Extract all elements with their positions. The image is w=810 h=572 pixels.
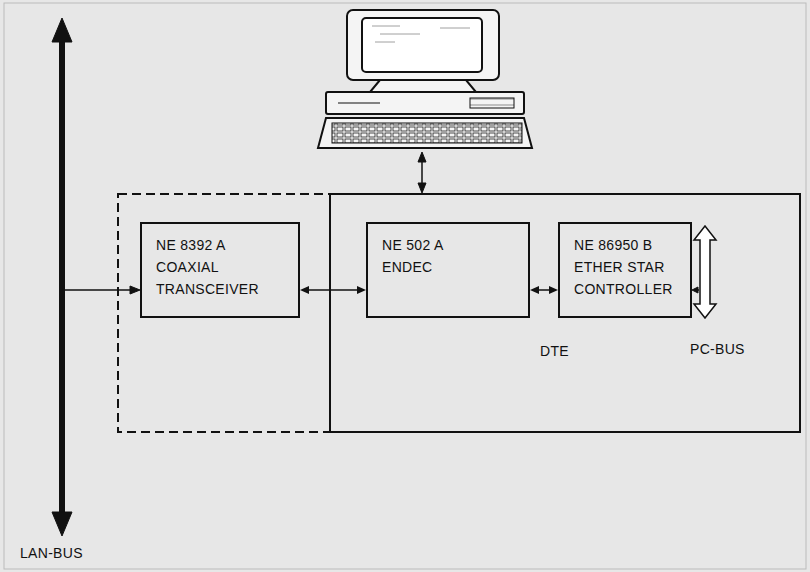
bus-label: PC-BUS: [690, 340, 745, 358]
signal-connector: [530, 286, 558, 294]
computer-illustration: [318, 10, 532, 148]
function-name: COAXIAL TRANSCEIVER: [156, 256, 288, 300]
host-link-arrow: [418, 152, 426, 193]
part-number: NE 86950 B: [574, 234, 680, 256]
chip-box: NE 8392 ACOAXIAL TRANSCEIVER: [140, 222, 300, 318]
part-number: NE 8392 A: [156, 234, 288, 256]
function-name: ENDEC: [382, 256, 518, 278]
bus-label: LAN-BUS: [20, 544, 83, 562]
dte-enclosure: [330, 194, 800, 432]
bus-tap-line: [62, 286, 140, 294]
pc-bus-arrow: [694, 226, 716, 318]
pc-bus-link: [692, 287, 699, 293]
chip-box: NE 86950 BETHER STAR CONTROLLER: [558, 222, 692, 318]
function-name: ETHER STAR CONTROLLER: [574, 256, 680, 300]
frame: [4, 3, 806, 569]
part-number: NE 502 A: [382, 234, 518, 256]
signal-connector: [300, 286, 366, 294]
interface-label: DTE: [540, 342, 569, 360]
transceiver-enclosure: [118, 194, 330, 432]
chip-box: NE 502 AENDEC: [366, 222, 530, 318]
lan-bus-arrow: [52, 18, 72, 536]
